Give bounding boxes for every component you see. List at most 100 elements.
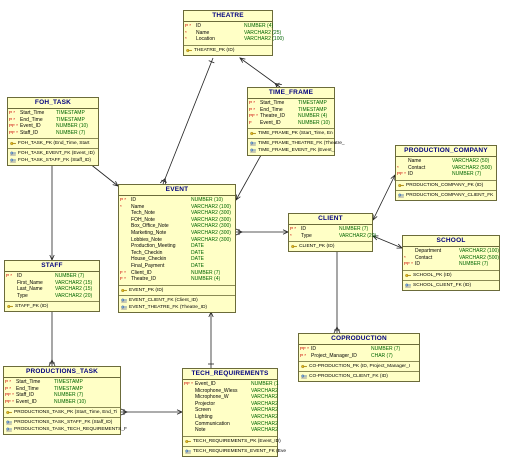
entity-title: EVENT bbox=[119, 185, 235, 196]
foreign-key-row: FOH_TASK_STAFF_FK (Staff_ID) bbox=[8, 157, 98, 164]
arrowhead-marker bbox=[239, 57, 246, 63]
key-flag: PF * bbox=[5, 398, 14, 404]
column-name: Contact bbox=[408, 164, 426, 171]
crows-foot-marker bbox=[333, 326, 341, 334]
key-label: FOH_TASK_STAFF_FK (Staff_ID) bbox=[18, 158, 92, 164]
column-name: Microphone_W bbox=[195, 394, 229, 401]
foreign-key-icon bbox=[121, 305, 127, 310]
key-flag: * bbox=[397, 164, 399, 170]
foreign-key-icon bbox=[10, 158, 16, 163]
column-type: NUMBER (7) bbox=[339, 226, 369, 232]
key-label: PRODUCTIONS_TASK_PK (Start_Time, End_Ti bbox=[14, 410, 118, 416]
column-name: ID bbox=[311, 346, 316, 352]
key-flag: P * bbox=[300, 352, 307, 358]
arrowhead-marker bbox=[235, 194, 241, 201]
column-name: House_Checkin bbox=[131, 256, 167, 263]
foreign-key-icon bbox=[405, 283, 411, 288]
foreign-key-list: PRODUCTIONS_TASK_STAFF_FK (Staff_ID)PROD… bbox=[4, 417, 127, 434]
key-flag: P * bbox=[5, 385, 12, 391]
relationship-line[interactable] bbox=[372, 174, 396, 221]
foreign-key-icon bbox=[250, 148, 256, 153]
key-flag: P * bbox=[120, 197, 127, 202]
column-type: VARCHAR2 (300) bbox=[191, 216, 231, 223]
column-type: DATE bbox=[191, 262, 204, 269]
key-flag: PF * bbox=[397, 171, 406, 177]
key-label: PRODUCTION_COMPANY_PK (ID) bbox=[406, 182, 484, 188]
column-type: VARCHAR2 (20) bbox=[339, 232, 377, 239]
primary-key-row: THEATRE_PK (ID) bbox=[184, 47, 272, 54]
crows-foot-marker bbox=[48, 359, 56, 367]
primary-key-list: FOH_TASK_PK (End_Time, Start bbox=[8, 139, 98, 148]
column-name: ID bbox=[17, 273, 22, 279]
column-type: NUMBER (10) bbox=[56, 123, 88, 130]
column-name: Lobbies_Note bbox=[131, 236, 162, 243]
relationship-line[interactable] bbox=[239, 57, 281, 88]
primary-key-list: CO-PRODUCTION_PK (ID, Project_Manager_I bbox=[299, 362, 419, 371]
column-type: NUMBER (10) bbox=[298, 119, 330, 126]
key-flag: PF * bbox=[184, 381, 193, 386]
primary-key-list: PRODUCTION_COMPANY_PK (ID) bbox=[396, 181, 496, 190]
entity-title: PRODUCTION_COMPANY bbox=[396, 146, 496, 157]
primary-key-list: PRODUCTIONS_TASK_PK (Start_Time, End_Ti bbox=[4, 408, 120, 417]
column-type: VARCHAR2 bbox=[251, 400, 278, 407]
relationship-line[interactable] bbox=[162, 57, 214, 185]
relationship-line[interactable] bbox=[372, 235, 403, 249]
column-name: ID bbox=[196, 23, 201, 29]
column-type: VARCHAR2 (100) bbox=[244, 36, 284, 43]
key-flag: PF * bbox=[5, 392, 14, 398]
key-flag: * bbox=[404, 254, 406, 260]
primary-key-icon bbox=[291, 245, 297, 249]
foreign-key-row: PRODUCTIONS_TASK_TECH_REQUIREMENTS_F bbox=[4, 426, 127, 433]
column-name: Event_ID bbox=[195, 381, 216, 387]
foreign-key-row: EVENT_CLIENT_FK (Client_ID) bbox=[119, 297, 235, 304]
column-name: Start_Time bbox=[16, 379, 41, 385]
foreign-key-list: SCHOOL_CLIENT_FK (ID) bbox=[403, 279, 499, 290]
column-name: Note bbox=[195, 427, 206, 434]
column-type: VARCHAR2 bbox=[251, 413, 278, 420]
column-name: FOH_Note bbox=[131, 216, 155, 223]
key-flag: P * bbox=[290, 226, 297, 231]
primary-key-icon bbox=[405, 273, 411, 277]
primary-key-row: CLIENT_PK (ID) bbox=[289, 243, 372, 250]
relationship-line[interactable] bbox=[235, 147, 266, 201]
key-flag: * bbox=[185, 29, 187, 35]
column-name: ID bbox=[415, 261, 420, 268]
key-label: TIME_FRAME_PK (Start_Time, En bbox=[258, 131, 333, 137]
column-name: Event_ID bbox=[260, 119, 281, 126]
column-name: Production_Meeting bbox=[131, 243, 176, 250]
key-label: FOH_TASK_PK (End_Time, Start bbox=[18, 141, 90, 147]
column-type: NUMBER (7) bbox=[371, 346, 401, 352]
key-flag: P * bbox=[9, 116, 16, 122]
foreign-key-icon bbox=[6, 427, 12, 432]
foreign-key-row: TECH_REQUIREMENTS_EVENT_FK (Eve bbox=[183, 448, 286, 455]
